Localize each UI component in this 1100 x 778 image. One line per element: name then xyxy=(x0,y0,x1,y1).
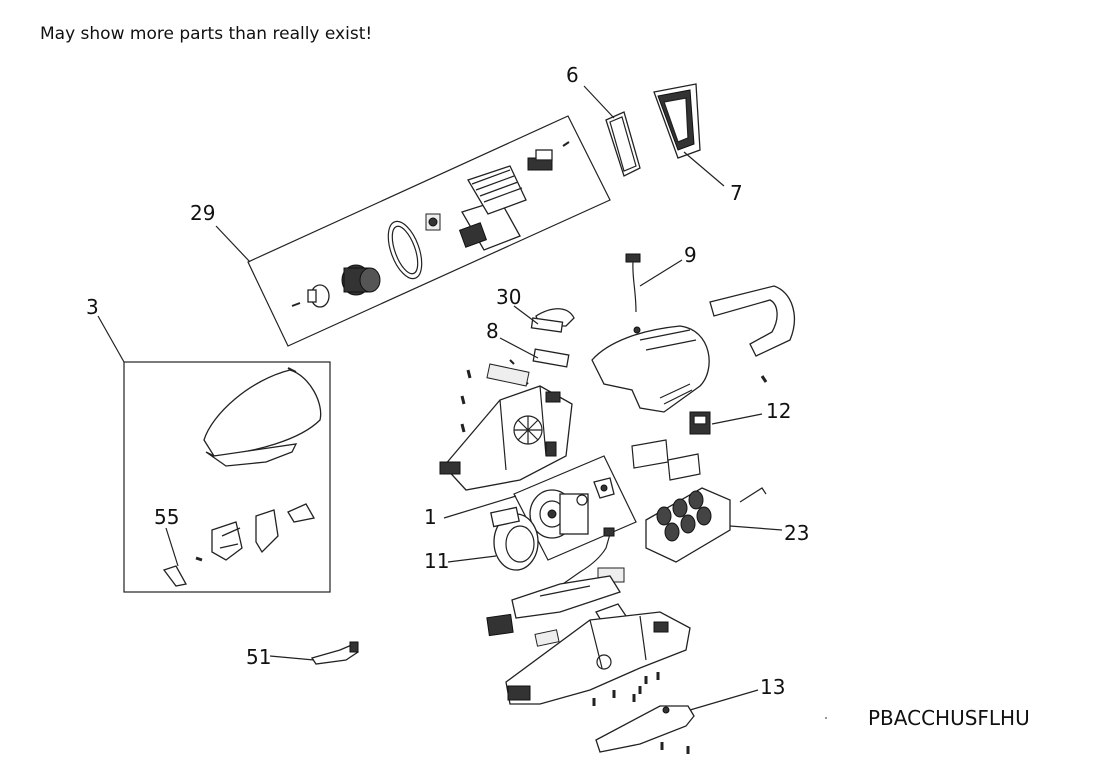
part-screw-29b xyxy=(562,141,570,147)
callout-12: 12 xyxy=(766,399,791,423)
callout-55: 55 xyxy=(154,505,179,529)
part-51-nozzle xyxy=(310,641,359,665)
leader-30 xyxy=(513,305,539,325)
leader-8 xyxy=(499,337,539,359)
part-screw-29a xyxy=(291,302,301,307)
leader-11 xyxy=(447,555,497,563)
part-gasket-ring xyxy=(387,220,423,280)
model-code: PBACCHUSFLHU xyxy=(868,706,1030,730)
callout-11: 11 xyxy=(424,549,449,573)
part-7-filter-frame xyxy=(653,83,701,159)
part-23-battery xyxy=(645,487,767,563)
leader-6 xyxy=(583,85,615,119)
part-wiring-harness xyxy=(511,527,625,619)
leader-23 xyxy=(729,525,783,531)
part-6-filter-pad xyxy=(605,111,641,177)
leader-12 xyxy=(711,413,763,425)
part-handle xyxy=(709,285,795,383)
part-motor-bracket xyxy=(593,477,615,499)
callout-51: 51 xyxy=(246,645,271,669)
callout-23: 23 xyxy=(784,521,809,545)
part-bottom-cradle xyxy=(486,603,691,705)
disclaimer-note: May show more parts than really exist! xyxy=(40,24,373,44)
callout-30: 30 xyxy=(496,285,521,309)
stray-mark xyxy=(825,717,827,719)
callout-29: 29 xyxy=(190,201,215,225)
part-upper-shell xyxy=(591,325,710,413)
callout-9: 9 xyxy=(684,243,697,267)
leader-9 xyxy=(639,259,683,287)
part-motor-housing-29 xyxy=(458,165,527,251)
leader-1 xyxy=(443,495,517,519)
leader-3 xyxy=(97,315,125,363)
part-main-frame xyxy=(439,363,573,491)
part-9-cord xyxy=(625,253,641,334)
group-3-box xyxy=(123,361,331,593)
part-label-a xyxy=(631,439,669,469)
part-filter-cylinder xyxy=(341,264,381,296)
leader-55 xyxy=(165,527,179,567)
leader-29 xyxy=(215,225,251,263)
leader-13 xyxy=(689,689,759,711)
leader-7 xyxy=(683,151,725,187)
leader-51 xyxy=(269,655,315,661)
part-motor xyxy=(529,489,589,539)
part-screws-cradle xyxy=(592,672,690,754)
callout-6: 6 xyxy=(566,63,579,87)
part-nozzle-cap xyxy=(307,284,330,308)
part-13-cover xyxy=(595,705,695,753)
part-label-b xyxy=(667,453,701,481)
part-clip-29 xyxy=(527,149,553,171)
callout-8: 8 xyxy=(486,319,499,343)
part-dust-bin xyxy=(203,367,322,467)
part-8-button-a xyxy=(530,317,564,333)
part-11-ring xyxy=(490,506,539,571)
part-55-clip xyxy=(162,565,188,587)
callout-1: 1 xyxy=(424,505,437,529)
group-29-box xyxy=(247,115,611,347)
part-12-latch xyxy=(689,411,711,435)
callout-3: 3 xyxy=(86,295,99,319)
part-valve-small xyxy=(425,213,441,231)
part-cyclone-parts xyxy=(195,503,316,562)
callout-13: 13 xyxy=(760,675,785,699)
part-8-button-b xyxy=(532,348,570,368)
callout-7: 7 xyxy=(730,181,743,205)
